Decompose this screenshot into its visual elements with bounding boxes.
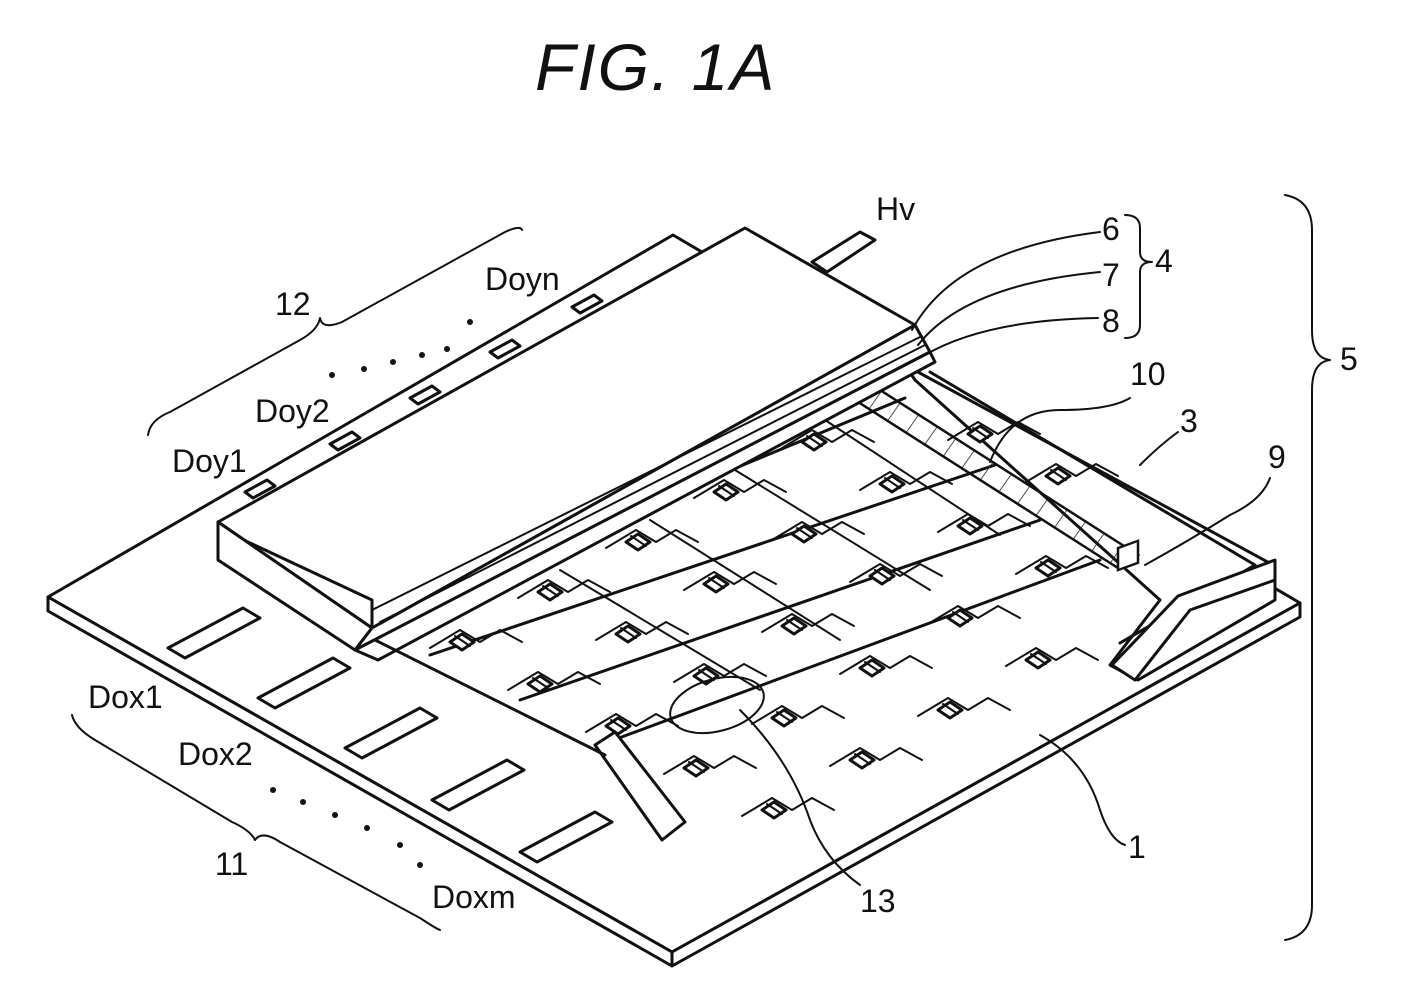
brace-4	[1125, 215, 1152, 338]
leader-7	[918, 272, 1100, 345]
label-5: 5	[1340, 341, 1358, 377]
label-8: 8	[1102, 303, 1120, 339]
label-doyn: Doyn	[485, 261, 560, 297]
label-3: 3	[1180, 403, 1198, 439]
label-11: 11	[215, 846, 248, 882]
brace-5	[1285, 195, 1330, 940]
label-12: 12	[275, 286, 311, 322]
label-1: 1	[1128, 829, 1146, 865]
label-13: 13	[860, 883, 896, 919]
label-9: 9	[1268, 439, 1286, 475]
label-doy2: Doy2	[255, 393, 330, 429]
figure-title: FIG. 1A	[535, 30, 776, 104]
leader-6	[912, 232, 1100, 330]
label-doy1: Doy1	[172, 443, 247, 479]
label-4: 4	[1155, 243, 1173, 279]
label-6: 6	[1102, 211, 1120, 247]
label-7: 7	[1102, 257, 1120, 293]
label-10: 10	[1130, 356, 1166, 392]
hv-terminal	[812, 232, 875, 272]
label-dox2: Dox2	[178, 736, 253, 772]
label-hv: Hv	[876, 191, 915, 227]
leader-3	[1140, 432, 1178, 465]
label-dox1: Dox1	[88, 679, 163, 715]
leader-8	[925, 318, 1098, 355]
label-doxm: Doxm	[432, 879, 516, 915]
